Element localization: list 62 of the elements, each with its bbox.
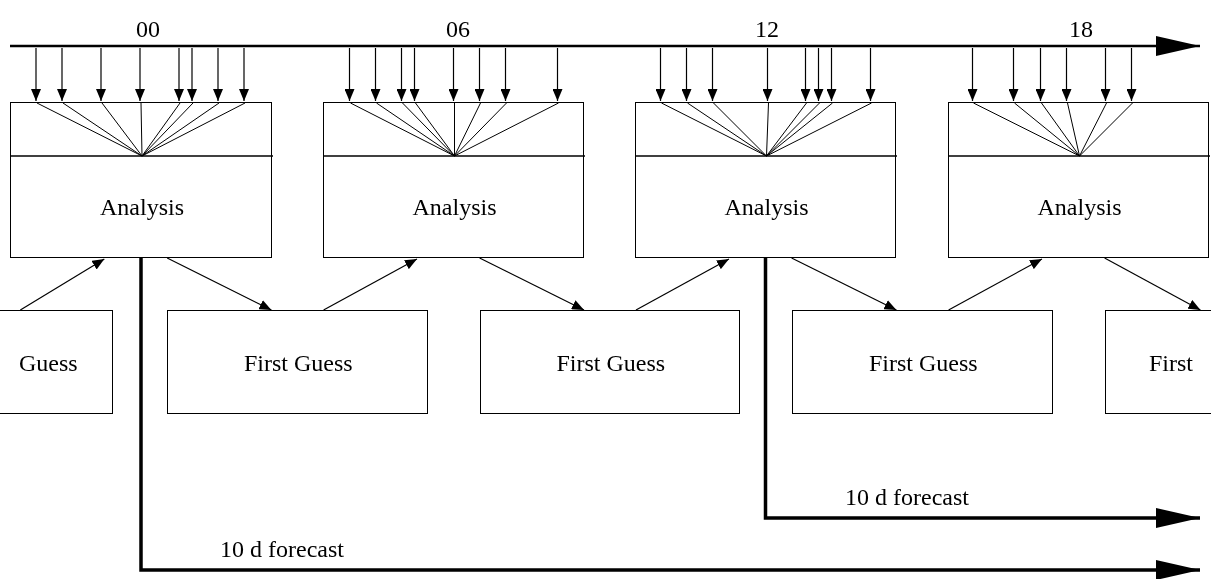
arrow bbox=[791, 257, 897, 311]
node-label: Analysis bbox=[724, 194, 809, 221]
arrow bbox=[948, 258, 1043, 311]
analysis-box bbox=[635, 102, 896, 258]
time-label: 00 bbox=[136, 17, 160, 41]
time-label: 18 bbox=[1069, 17, 1093, 41]
observation-arrow bbox=[187, 47, 197, 102]
observation-arrow bbox=[31, 47, 41, 102]
observation-arrow bbox=[1035, 47, 1046, 102]
observation-arrow bbox=[1100, 47, 1111, 102]
node-label: Analysis bbox=[1037, 194, 1122, 221]
observation-arrow bbox=[552, 47, 563, 102]
node-label: Analysis bbox=[100, 194, 184, 221]
observation-arrow bbox=[500, 47, 511, 102]
node-label: First Guess bbox=[869, 349, 978, 377]
arrow bbox=[635, 258, 730, 311]
arrow bbox=[323, 258, 418, 311]
observation-arrow bbox=[967, 47, 978, 102]
analysis-box bbox=[948, 102, 1209, 258]
arrow bbox=[1104, 257, 1201, 311]
observation-arrow bbox=[1008, 47, 1019, 102]
observation-arrow bbox=[474, 47, 485, 102]
arrow bbox=[19, 258, 105, 311]
node-label: Guess bbox=[19, 349, 78, 377]
observation-arrow bbox=[707, 47, 718, 102]
first-guess-box bbox=[167, 310, 428, 414]
node-label: First Guess bbox=[556, 349, 666, 377]
observation-arrow bbox=[448, 47, 459, 102]
node-label: Analysis bbox=[412, 194, 497, 221]
analysis-box bbox=[323, 102, 584, 258]
observation-arrow bbox=[370, 47, 381, 102]
observation-arrow bbox=[1126, 47, 1137, 102]
observation-arrow bbox=[762, 47, 773, 102]
observation-arrow bbox=[239, 47, 249, 102]
time-label: 06 bbox=[446, 17, 470, 41]
observation-arrow bbox=[344, 47, 355, 102]
observation-arrow bbox=[813, 47, 824, 102]
observation-arrow bbox=[396, 47, 407, 102]
observation-arrow bbox=[681, 47, 692, 102]
observation-arrow bbox=[57, 47, 67, 102]
analysis-box bbox=[10, 102, 272, 258]
observation-arrow bbox=[865, 47, 876, 102]
observation-arrow bbox=[174, 47, 184, 102]
first-guess-box bbox=[480, 310, 740, 414]
arrow bbox=[479, 257, 585, 311]
observation-arrow bbox=[1061, 47, 1072, 102]
time-label: 12 bbox=[755, 17, 779, 41]
observation-arrow bbox=[213, 47, 223, 102]
observation-arrow bbox=[800, 47, 811, 102]
first-guess-box bbox=[0, 310, 113, 414]
node-label: First bbox=[1149, 349, 1193, 377]
observation-arrow bbox=[655, 47, 666, 102]
observation-arrow bbox=[96, 47, 106, 102]
observation-arrow bbox=[409, 47, 420, 102]
node-label: First Guess bbox=[244, 349, 353, 377]
first-guess-box bbox=[792, 310, 1053, 414]
forecast-arrow bbox=[139, 258, 1200, 579]
observation-arrow bbox=[135, 47, 145, 102]
arrow bbox=[166, 257, 272, 311]
forecast-arrow bbox=[763, 258, 1200, 528]
first-guess-box bbox=[1105, 310, 1211, 414]
observation-arrow bbox=[826, 47, 837, 102]
